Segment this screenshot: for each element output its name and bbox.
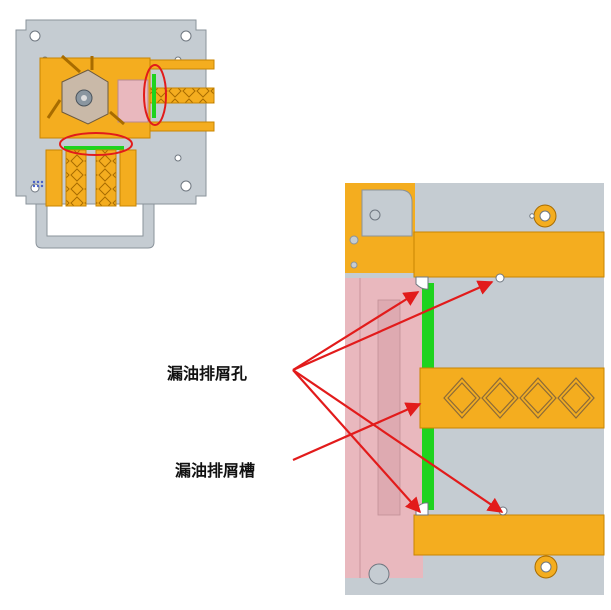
detail-pink-step [377,299,401,516]
drain-hole-icon [495,273,505,283]
arrow-hole-2 [292,280,494,372]
slider-arm-1 [45,149,63,207]
bolt-hole-icon [540,561,552,573]
runners [46,54,125,126]
arrow-hole-1 [292,291,420,371]
detail-diamond-pattern [443,377,595,419]
hole-icon [174,154,182,162]
green-groove-lower [422,428,434,510]
corner-pocket-icon [368,563,390,585]
highlight-ellipse-side [143,64,167,126]
highlight-ellipse-bottom [59,132,133,156]
marker-dots [32,180,44,188]
hole-icon [180,180,192,192]
detail-pocket [361,189,413,237]
detail-zoom-view [345,183,605,595]
detail-bar-middle [419,367,605,429]
side-bar-bottom [149,121,215,132]
detail-bar-top [413,231,605,278]
slider-arm-3 [95,149,117,207]
screw-icon [529,213,535,219]
pink-insert [117,79,149,123]
arrow-hole-3 [292,369,422,514]
arrow-groove [292,402,422,462]
detail-pin-icon [350,261,358,269]
overview-mold-view [15,19,215,249]
hole-icon [29,30,41,42]
side-bar-middle [149,87,215,104]
arrow-hole-4 [292,369,504,513]
core-pin-center [81,95,87,101]
label-oil-drain-groove: 漏油排屑槽 [175,461,256,480]
slider-arm-2 [65,149,87,207]
green-groove-strip [64,146,124,150]
hole-icon [180,30,192,42]
green-groove-strip-side [152,74,156,118]
slider-arm-4 [119,149,137,207]
bolt-hole-icon [539,210,551,222]
callout-arrows [292,280,504,514]
detail-bar-bottom [413,514,605,556]
detail-pin-icon [349,235,359,245]
green-groove-upper [422,283,434,368]
side-bar-top [149,59,215,70]
drain-hole-icon [415,276,429,290]
screw-icon [369,209,381,221]
label-oil-drain-hole: 漏油排屑孔 [167,364,248,383]
